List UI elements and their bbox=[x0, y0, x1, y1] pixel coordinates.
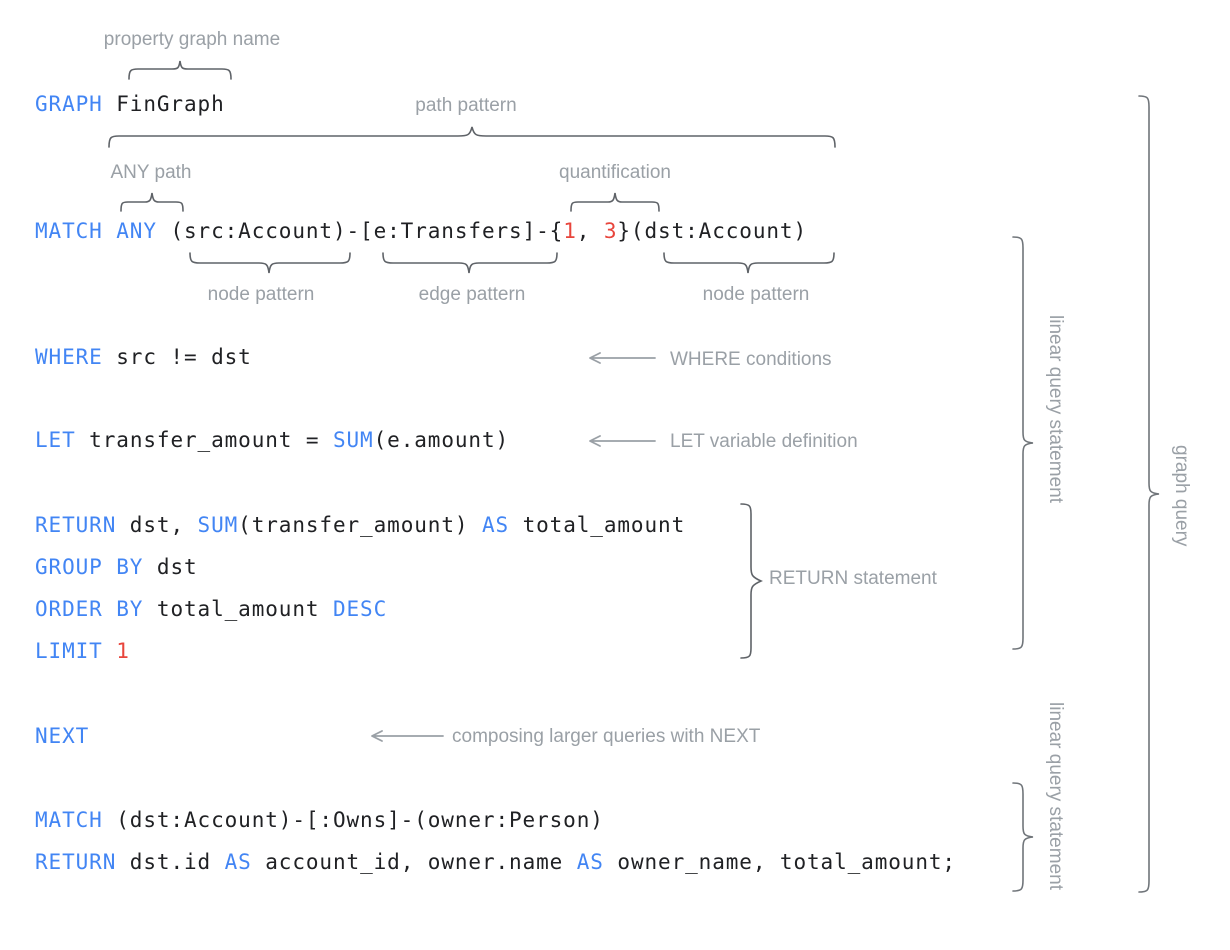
pattern-dst: }(dst:Account) bbox=[617, 219, 807, 243]
return2-tail: owner_name, total_amount; bbox=[603, 850, 956, 874]
code-line-next: NEXT bbox=[35, 726, 89, 747]
orderby-key: total_amount bbox=[143, 597, 333, 621]
label-path-pattern: path pattern bbox=[415, 95, 517, 116]
return2-dstid: dst.id bbox=[116, 850, 225, 874]
keyword-let: LET bbox=[35, 428, 76, 452]
label-where-conditions: WHERE conditions bbox=[670, 349, 832, 370]
limit-value: 1 bbox=[116, 639, 130, 663]
brace-property-graph-name bbox=[128, 60, 232, 80]
brace-linear-query-statement-top bbox=[1012, 236, 1034, 650]
keyword-match: MATCH bbox=[35, 219, 103, 243]
label-linear-query-statement-bottom: linear query statement bbox=[1045, 702, 1066, 890]
code-line-return: RETURN dst, SUM(transfer_amount) AS tota… bbox=[35, 515, 685, 536]
label-node-pattern-right: node pattern bbox=[702, 284, 810, 305]
space-limit bbox=[103, 639, 117, 663]
return2-ownername: account_id, owner.name bbox=[251, 850, 577, 874]
keyword-match-2: MATCH bbox=[35, 808, 103, 832]
keyword-group-by: GROUP BY bbox=[35, 555, 144, 579]
brace-linear-query-statement-bottom bbox=[1012, 782, 1034, 892]
keyword-graph: GRAPH bbox=[35, 92, 103, 116]
keyword-as: AS bbox=[481, 513, 510, 537]
quantifier-upper-bound: 3 bbox=[603, 219, 618, 243]
let-variable: transfer_amount = bbox=[75, 428, 333, 452]
keyword-desc: DESC bbox=[332, 597, 388, 621]
label-edge-pattern: edge pattern bbox=[418, 284, 526, 305]
keyword-as-3: AS bbox=[576, 850, 604, 874]
code-line-return2: RETURN dst.id AS account_id, owner.name … bbox=[35, 852, 956, 873]
pattern-src-edge-open: (src:Account)-[e:Transfers]-{ bbox=[156, 219, 564, 243]
arrow-where-conditions bbox=[588, 351, 656, 365]
keyword-where: WHERE bbox=[35, 345, 103, 369]
keyword-next: NEXT bbox=[35, 724, 90, 748]
code-line-orderby: ORDER BY total_amount DESC bbox=[35, 599, 387, 620]
function-sum: SUM bbox=[332, 428, 374, 452]
keyword-as-2: AS bbox=[224, 850, 252, 874]
label-property-graph-name: property graph name bbox=[103, 29, 281, 50]
label-composing-with-next: composing larger queries with NEXT bbox=[452, 726, 761, 747]
let-sum-arg: (e.amount) bbox=[373, 428, 510, 452]
brace-quantification bbox=[570, 192, 660, 212]
quantifier-separator: , bbox=[576, 219, 604, 243]
brace-node-pattern-left bbox=[189, 252, 351, 274]
keyword-return: RETURN bbox=[35, 513, 117, 537]
return-sum-arg: (transfer_amount) bbox=[238, 513, 482, 537]
code-line-groupby: GROUP BY dst bbox=[35, 557, 198, 578]
identifier-fingraph: FinGraph bbox=[102, 92, 225, 116]
brace-any-path bbox=[120, 192, 184, 212]
brace-graph-query bbox=[1138, 95, 1160, 893]
owns-pattern: (dst:Account)-[:Owns]-(owner:Person) bbox=[102, 808, 604, 832]
brace-return-statement bbox=[740, 503, 763, 659]
arrow-let-variable-definition bbox=[588, 434, 656, 448]
code-line-let: LET transfer_amount = SUM(e.amount) bbox=[35, 430, 509, 451]
label-linear-query-statement-top: linear query statement bbox=[1045, 315, 1066, 503]
groupby-key: dst bbox=[143, 555, 198, 579]
brace-edge-pattern bbox=[382, 252, 558, 274]
code-line-match2: MATCH (dst:Account)-[:Owns]-(owner:Perso… bbox=[35, 810, 604, 831]
label-return-statement: RETURN statement bbox=[769, 568, 937, 589]
where-expression: src != dst bbox=[102, 345, 252, 369]
label-graph-query: graph query bbox=[1171, 445, 1192, 547]
keyword-order-by: ORDER BY bbox=[35, 597, 144, 621]
label-any-path: ANY path bbox=[110, 162, 192, 183]
function-sum-2: SUM bbox=[197, 513, 239, 537]
space-1 bbox=[103, 219, 117, 243]
label-let-variable-definition: LET variable definition bbox=[670, 431, 858, 452]
keyword-any: ANY bbox=[116, 219, 157, 243]
keyword-return-2: RETURN bbox=[35, 850, 117, 874]
label-quantification: quantification bbox=[559, 162, 671, 183]
keyword-limit: LIMIT bbox=[35, 639, 103, 663]
arrow-composing-with-next bbox=[370, 729, 444, 743]
quantifier-lower-bound: 1 bbox=[563, 219, 577, 243]
code-line-match: MATCH ANY (src:Account)-[e:Transfers]-{1… bbox=[35, 221, 807, 242]
label-node-pattern-left: node pattern bbox=[207, 284, 315, 305]
code-line-graph: GRAPH FinGraph bbox=[35, 94, 225, 115]
return-dst: dst, bbox=[116, 513, 198, 537]
brace-node-pattern-right bbox=[663, 252, 835, 274]
brace-path-pattern bbox=[108, 126, 836, 148]
alias-total-amount: total_amount bbox=[509, 513, 686, 537]
code-line-limit: LIMIT 1 bbox=[35, 641, 130, 662]
code-line-where: WHERE src != dst bbox=[35, 347, 252, 368]
